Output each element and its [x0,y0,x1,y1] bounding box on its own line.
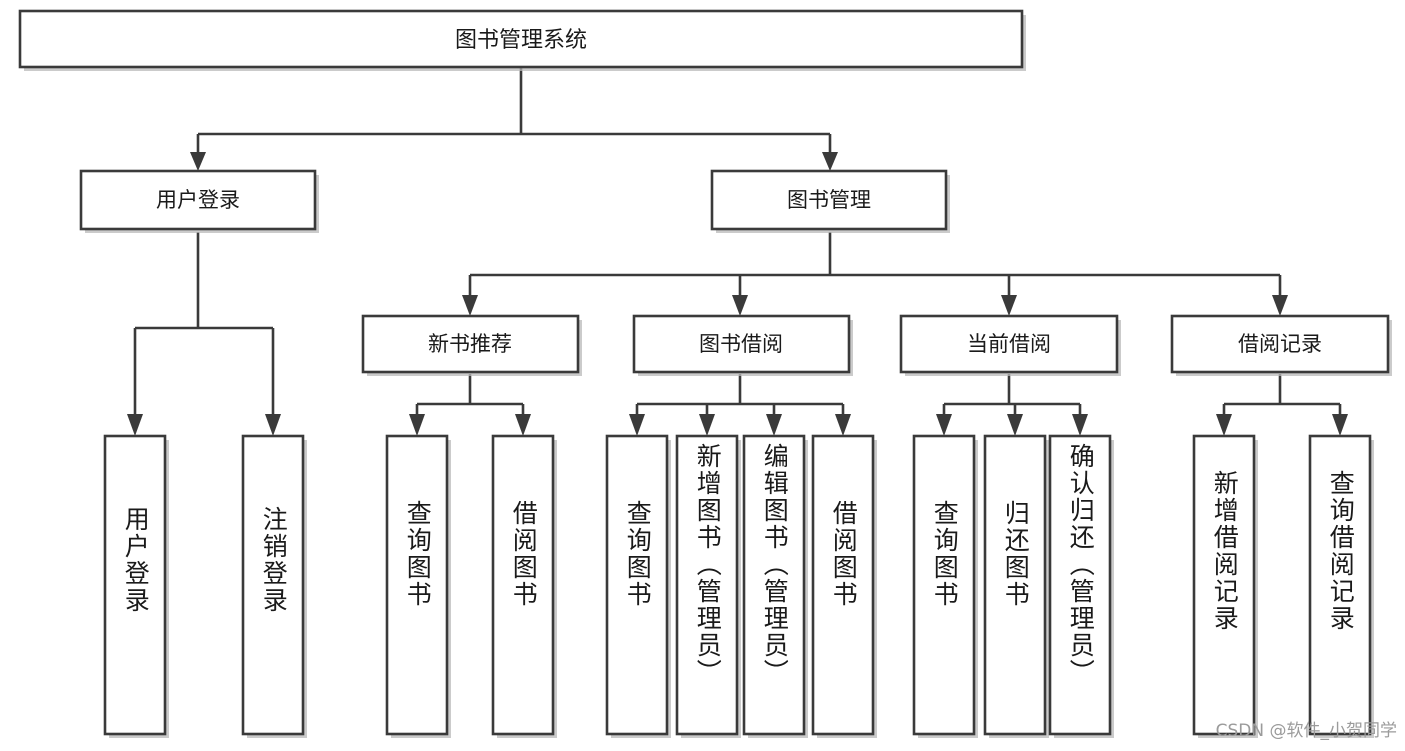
node-new-book-recommend-label: 新书推荐 [428,332,512,356]
arrow-borrow-l2 [699,414,715,436]
leaf-add-record[interactable] [1192,434,1258,738]
leaf-query-record[interactable] [1308,434,1374,738]
node-borrow-record[interactable]: 借阅记录 [1170,314,1392,376]
arrow-bm-c4 [1272,295,1288,316]
leaf-query-book-2[interactable] [605,434,671,738]
leaf-borrow-book-1[interactable] [491,434,557,738]
leaf-confirm-return[interactable] [1048,434,1114,738]
arrow-userlogin-l2 [265,414,281,436]
leaf-user-login[interactable] [103,434,169,738]
node-book-manage-label: 图书管理 [787,188,871,212]
leaf-logout-login[interactable] [241,434,307,738]
arrow-newbook-l1 [409,414,425,436]
arrow-borrow-l4 [835,414,851,436]
arrow-borrow-l1 [629,414,645,436]
arrow-bm-c2 [732,295,748,316]
arrow-current-l2 [1007,414,1023,436]
leaf-edit-book[interactable] [742,434,808,738]
node-book-manage[interactable]: 图书管理 [710,169,950,233]
arrow-borrow-l3 [766,414,782,436]
node-borrow-record-label: 借阅记录 [1238,332,1322,356]
arrow-root-to-userlogin [190,152,206,171]
arrow-current-l1 [936,414,952,436]
connector-group [127,68,1348,436]
arrow-userlogin-l1 [127,414,143,436]
node-current-borrow-label: 当前借阅 [967,332,1051,356]
arrow-newbook-l2 [515,414,531,436]
arrow-record-l1 [1216,414,1232,436]
arrow-record-l2 [1332,414,1348,436]
leaf-box-group [103,434,1374,738]
node-book-borrow-label: 图书借阅 [699,332,783,356]
node-user-login-label: 用户登录 [156,188,240,212]
csdn-watermark: CSDN @软件_小贺同学 [1215,721,1397,741]
arrow-bm-c3 [1001,295,1017,316]
node-user-login[interactable]: 用户登录 [79,169,319,233]
leaf-query-book-3[interactable] [912,434,978,738]
node-root[interactable]: 图书管理系统 [18,9,1026,71]
node-book-borrow[interactable]: 图书借阅 [632,314,853,376]
leaf-borrow-book-2[interactable] [811,434,877,738]
node-new-book-recommend[interactable]: 新书推荐 [361,314,582,376]
node-current-borrow[interactable]: 当前借阅 [899,314,1121,376]
node-root-label: 图书管理系统 [455,28,587,53]
leaf-add-book[interactable] [675,434,741,738]
leaf-return-book[interactable] [983,434,1049,738]
arrow-bm-c1 [462,295,478,316]
arrow-root-to-bookmanage [822,152,838,171]
leaf-query-book-1[interactable] [385,434,451,738]
arrow-current-l3 [1072,414,1088,436]
